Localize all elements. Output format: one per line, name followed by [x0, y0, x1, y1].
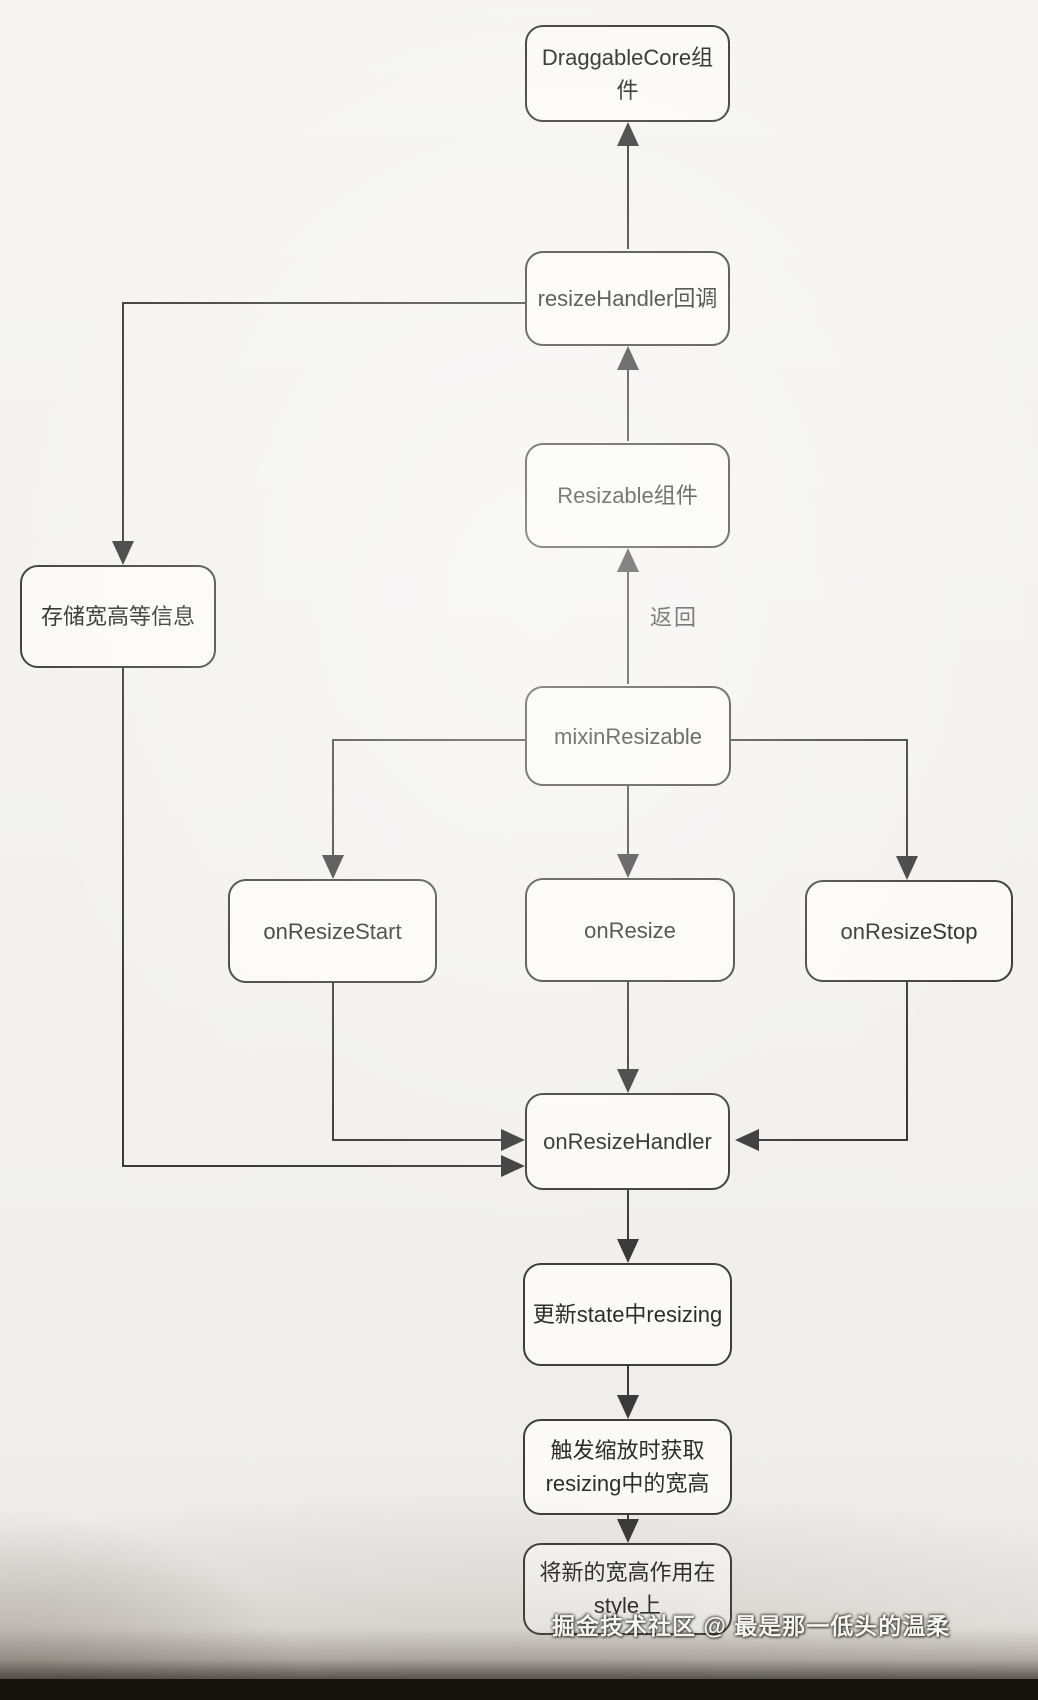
flow-node-update-state-resizing: 更新state中resizing	[523, 1263, 732, 1366]
flow-node-resize-handler: resizeHandler回调	[525, 251, 730, 346]
flow-node-on-resize-handler: onResizeHandler	[525, 1093, 730, 1190]
flow-edge-on-resize-stop-to-on-resize-handler	[735, 982, 908, 1151]
flow-node-on-resize: onResize	[525, 878, 735, 982]
flow-node-store-size-info: 存储宽高等信息	[20, 565, 216, 668]
flow-node-on-resize-stop: onResizeStop	[805, 880, 1013, 982]
flow-edge-mixin-resizable-to-on-resize-start	[322, 739, 525, 879]
flow-node-trigger-get-resizing-size: 触发缩放时获取 resizing中的宽高	[523, 1419, 732, 1515]
flow-node-on-resize-start: onResizeStart	[228, 879, 437, 983]
edge-label-return: 返回	[650, 605, 699, 630]
watermark-text: 掘金技术社区 @ 最是那一低头的温柔	[552, 1613, 951, 1639]
flow-edge-mixin-resizable-to-on-resize-stop	[731, 739, 918, 880]
flow-node-mixin-resizable: mixinResizable	[525, 686, 731, 786]
flow-node-apply-size-to-style: 将新的宽高作用在 style上	[523, 1543, 732, 1635]
photo-bottom-bar	[0, 1679, 1038, 1700]
flow-node-draggable-core: DraggableCore组件	[525, 25, 730, 122]
flow-node-resizable: Resizable组件	[525, 443, 730, 548]
flow-edge-on-resize-start-to-on-resize-handler	[332, 983, 525, 1151]
flow-edge-resize-handler-to-store-size-info	[112, 302, 525, 565]
flow-edge-store-size-info-to-on-resize-handler	[122, 668, 525, 1177]
